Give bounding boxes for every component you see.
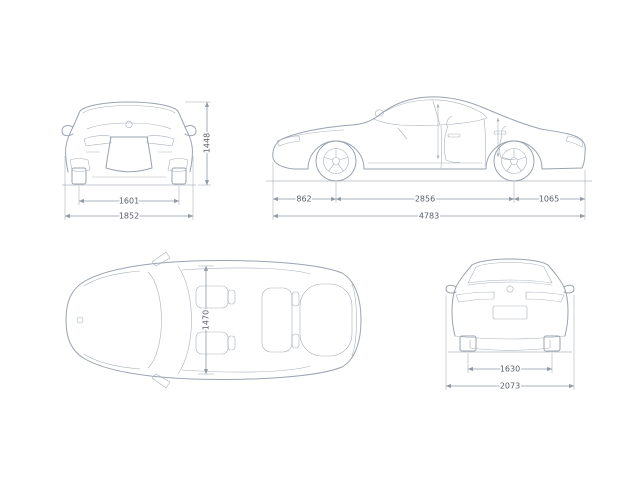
side-headlight: [276, 135, 301, 147]
rear-taillight-left: [455, 291, 495, 303]
rear-mirror-right: [563, 284, 575, 294]
dim-front-track-width: 1601: [119, 197, 139, 206]
front-mirror-right: [184, 125, 197, 137]
rear-license-plate: [492, 305, 528, 320]
front-tire-right: [171, 167, 187, 185]
front-headlight-right: [146, 135, 175, 147]
dim-side-overall-length: 4783: [419, 212, 439, 221]
top-mirror-upper: [151, 251, 171, 267]
front-tire-left: [71, 167, 87, 185]
dim-rear-width-incl-mirrors: 2073: [500, 382, 520, 391]
rear-view: 1630 2073: [445, 258, 575, 392]
top-windshield-base: [147, 271, 162, 369]
rear-roof: [471, 258, 549, 266]
bmw-roundel-rear: [506, 285, 514, 293]
front-body-outline: [65, 101, 193, 173]
front-windshield: [82, 105, 176, 114]
side-rear-door-seam: [483, 118, 486, 167]
rear-tire-right: [543, 335, 561, 352]
side-hood-line: [281, 129, 345, 140]
dim-front-overall-width: 1852: [119, 212, 139, 221]
bmw-roundel-top: [76, 316, 84, 324]
top-front-fender-lines: [83, 270, 141, 370]
front-headlight-left: [83, 135, 112, 147]
dim-rear-track-width: 1630: [500, 365, 520, 374]
rear-bumper: [454, 335, 566, 340]
front-kidney-grille: [105, 136, 153, 173]
front-intake-right: [167, 158, 189, 172]
side-front-wheel: [315, 140, 357, 182]
front-hood-line: [86, 122, 172, 130]
dim-side-rear-overhang: 1065: [539, 195, 559, 204]
side-b-pillar: [432, 100, 441, 126]
side-front-seat: [443, 115, 461, 163]
top-view: 1470: [65, 251, 362, 389]
rear-taillight-right: [525, 291, 565, 303]
side-door-handle-front: [447, 133, 461, 138]
bmw-roundel-front: [125, 121, 133, 129]
rear-mirror-left: [445, 284, 457, 294]
rear-diffuser: [469, 339, 551, 351]
dim-top-interior-width: 1470: [202, 310, 211, 330]
side-body-outline: [272, 96, 586, 170]
side-steering-wheel: [397, 127, 408, 140]
side-front-door-seam: [440, 125, 443, 169]
rear-side-right: [547, 264, 569, 337]
rear-side-left: [451, 264, 473, 337]
dim-front-overall-height: 1448: [203, 133, 212, 153]
side-rear-seat: [499, 125, 517, 160]
top-mirror-lower: [151, 373, 171, 389]
side-door-handle-rear: [493, 130, 507, 135]
top-roof-side-lines: [181, 267, 311, 373]
side-glasshouse: [373, 99, 488, 126]
side-mirror: [375, 109, 384, 117]
front-view: 1601 1852 1448: [61, 101, 213, 222]
top-seats: [195, 285, 300, 355]
dim-side-front-overhang: 862: [296, 195, 311, 204]
top-windshield-top: [177, 265, 192, 375]
side-taillight: [565, 135, 584, 148]
front-intake-left: [69, 158, 91, 172]
front-mirror-left: [61, 125, 74, 137]
side-view: 862 2856 1065 4783: [266, 96, 592, 222]
top-body-outline: [65, 260, 362, 380]
rear-window: [467, 262, 553, 284]
rear-trunk-line: [467, 281, 553, 286]
dim-side-wheelbase: 2856: [415, 195, 435, 204]
side-rear-wheel: [493, 140, 535, 182]
top-rear-glass: [299, 283, 353, 357]
top-trunk-line: [351, 283, 357, 357]
rear-tire-left: [459, 335, 477, 352]
